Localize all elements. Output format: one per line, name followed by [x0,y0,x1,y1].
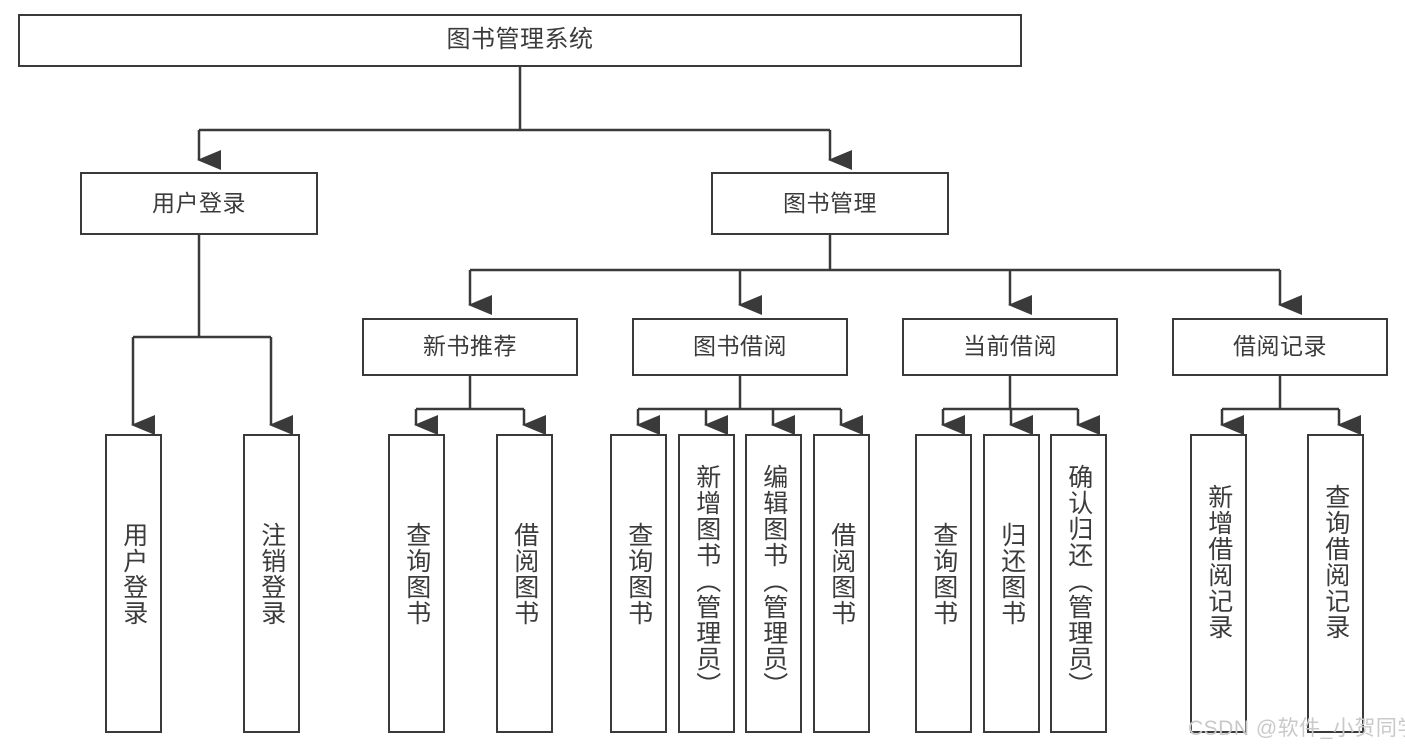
leaf-return-book[interactable]: 归还图书 [983,434,1040,733]
node-label: 新增借阅记录 [1204,484,1233,640]
leaf-borrow-book-1[interactable]: 借阅图书 [496,434,553,733]
node-label: 图书借阅 [693,333,787,360]
node-label: 图书管理系统 [446,26,594,54]
node-label: 查询图书 [402,522,431,626]
node-label: 归还图书 [997,522,1026,626]
leaf-confirm-return[interactable]: 确认归还（管理员） [1050,434,1107,733]
node-root-system[interactable]: 图书管理系统 [18,14,1022,67]
node-label: 确认归还（管理员） [1064,464,1093,698]
node-label: 新书推荐 [423,333,517,360]
node-label: 新增图书（管理员） [692,464,721,698]
node-new-book-rec[interactable]: 新书推荐 [362,318,578,376]
node-label: 借阅图书 [827,522,856,626]
leaf-logout-login[interactable]: 注销登录 [243,434,300,733]
node-user-login[interactable]: 用户登录 [80,172,318,235]
leaf-user-login[interactable]: 用户登录 [105,434,162,733]
node-label: 查询图书 [929,522,958,626]
leaf-query-book-2[interactable]: 查询图书 [610,434,667,733]
leaf-add-record[interactable]: 新增借阅记录 [1190,434,1247,733]
node-label: 当前借阅 [963,333,1057,360]
leaf-query-record[interactable]: 查询借阅记录 [1307,434,1364,733]
leaf-edit-book[interactable]: 编辑图书（管理员） [745,434,802,733]
node-label: 查询图书 [624,522,653,626]
node-label: 用户登录 [152,189,246,216]
node-label: 图书管理 [783,189,877,216]
node-label: 编辑图书（管理员） [759,464,788,698]
node-borrow-record[interactable]: 借阅记录 [1172,318,1388,376]
leaf-query-book-1[interactable]: 查询图书 [388,434,445,733]
watermark-text: CSDN @软件_小贺同学 [1188,717,1405,740]
node-book-manage[interactable]: 图书管理 [711,172,949,235]
node-label: 借阅记录 [1233,333,1327,360]
leaf-borrow-book-2[interactable]: 借阅图书 [813,434,870,733]
leaf-query-book-3[interactable]: 查询图书 [915,434,972,733]
node-label: 借阅图书 [510,522,539,626]
node-current-borrow[interactable]: 当前借阅 [902,318,1118,376]
node-label: 注销登录 [257,522,286,626]
leaf-add-book[interactable]: 新增图书（管理员） [678,434,735,733]
node-label: 查询借阅记录 [1321,484,1350,640]
node-label: 用户登录 [119,522,148,626]
node-book-borrow[interactable]: 图书借阅 [632,318,848,376]
